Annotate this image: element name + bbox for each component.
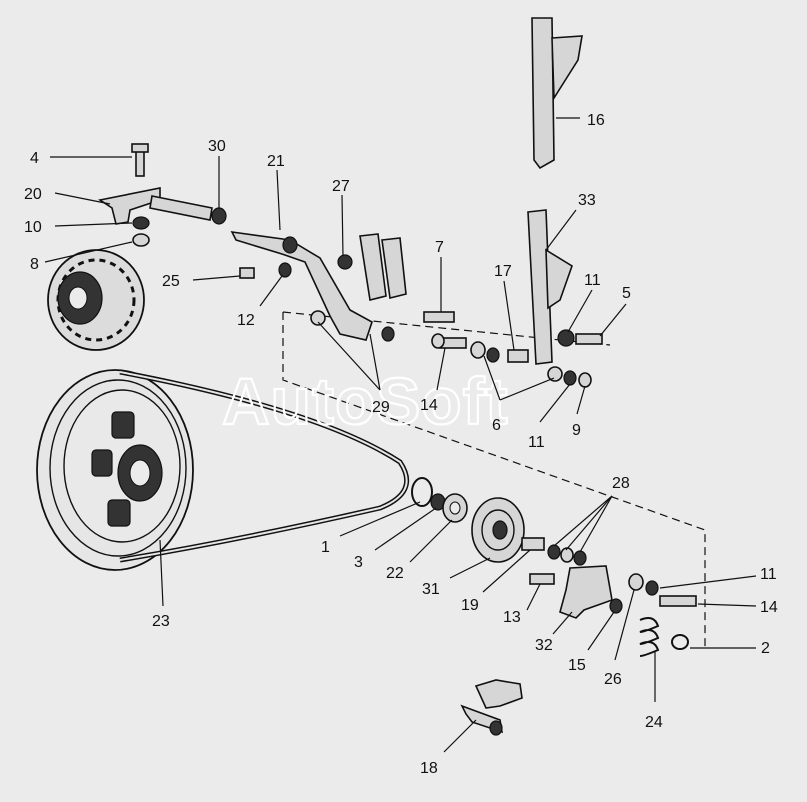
callout-26: 26: [604, 671, 622, 688]
callout-22: 22: [386, 565, 404, 582]
callout-32: 32: [535, 637, 553, 654]
callout-28: 28: [612, 475, 630, 492]
washer-26: [628, 573, 644, 591]
large-pulley: [36, 369, 194, 571]
assembly-outline: [282, 311, 706, 650]
link-plates: [359, 233, 387, 301]
bolt-7: [423, 311, 455, 323]
bracket-20: [97, 187, 161, 225]
callout-15: 15: [568, 657, 586, 674]
nut-8: [132, 233, 150, 247]
callout-14b: 14: [760, 599, 778, 616]
shaft: [149, 195, 213, 221]
callout-13: 13: [503, 609, 521, 626]
nut-9: [578, 372, 592, 388]
watermark: AutoSoft: [222, 364, 509, 438]
washer-30: [211, 207, 227, 225]
callout-33: 33: [578, 192, 596, 209]
ring-1: [411, 477, 433, 507]
spring-24: [639, 617, 660, 657]
gear-hub: [47, 249, 145, 351]
callout-14a: 14: [420, 397, 438, 414]
callout-20: 20: [24, 186, 42, 203]
callout-31: 31: [422, 581, 440, 598]
callout-24: 24: [645, 714, 663, 731]
bolt-5: [575, 333, 603, 345]
callout-6: 6: [492, 417, 501, 434]
callout-29: 29: [372, 399, 390, 416]
callout-27: 27: [332, 178, 350, 195]
washer-27: [337, 254, 353, 270]
spacer-17: [507, 349, 529, 363]
callout-25: 25: [162, 273, 180, 290]
part-25: [239, 267, 255, 279]
bracket-33: [527, 209, 553, 365]
callout-2: 2: [761, 640, 770, 657]
nut-11a: [557, 329, 575, 347]
bolt-13: [529, 573, 555, 585]
callout-11b: 11: [528, 434, 545, 451]
nut-15: [609, 598, 623, 614]
callout-10: 10: [24, 219, 42, 236]
callout-16: 16: [587, 112, 605, 129]
callout-21: 21: [267, 153, 285, 170]
bracket-32: [559, 565, 613, 619]
callout-1: 1: [321, 539, 330, 556]
callout-3: 3: [354, 554, 363, 571]
callout-11a: 11: [584, 272, 601, 289]
callout-4: 4: [30, 150, 39, 167]
ring-2: [671, 634, 689, 650]
callout-19: 19: [461, 597, 479, 614]
callout-23: 23: [152, 613, 170, 630]
callout-8: 8: [30, 256, 39, 273]
callout-7: 7: [435, 239, 444, 256]
bracket-16: [531, 17, 555, 170]
part-12: [278, 262, 292, 278]
callout-30: 30: [208, 138, 226, 155]
callout-labels: 4 30 21 27 16 20 10 8 25 12 7 33 17 11 5…: [24, 112, 778, 777]
callout-17: 17: [494, 263, 512, 280]
leader-lines: [44, 117, 757, 753]
callout-18: 18: [420, 760, 438, 777]
nut-10: [132, 216, 150, 230]
lever-21: [230, 231, 373, 341]
callout-5: 5: [622, 285, 631, 302]
callout-11c: 11: [760, 566, 777, 583]
spacer-19: [521, 537, 545, 551]
callout-9: 9: [572, 422, 581, 439]
bolt-14b: [659, 595, 697, 607]
washer-6: [547, 366, 563, 382]
callout-12: 12: [237, 312, 255, 329]
